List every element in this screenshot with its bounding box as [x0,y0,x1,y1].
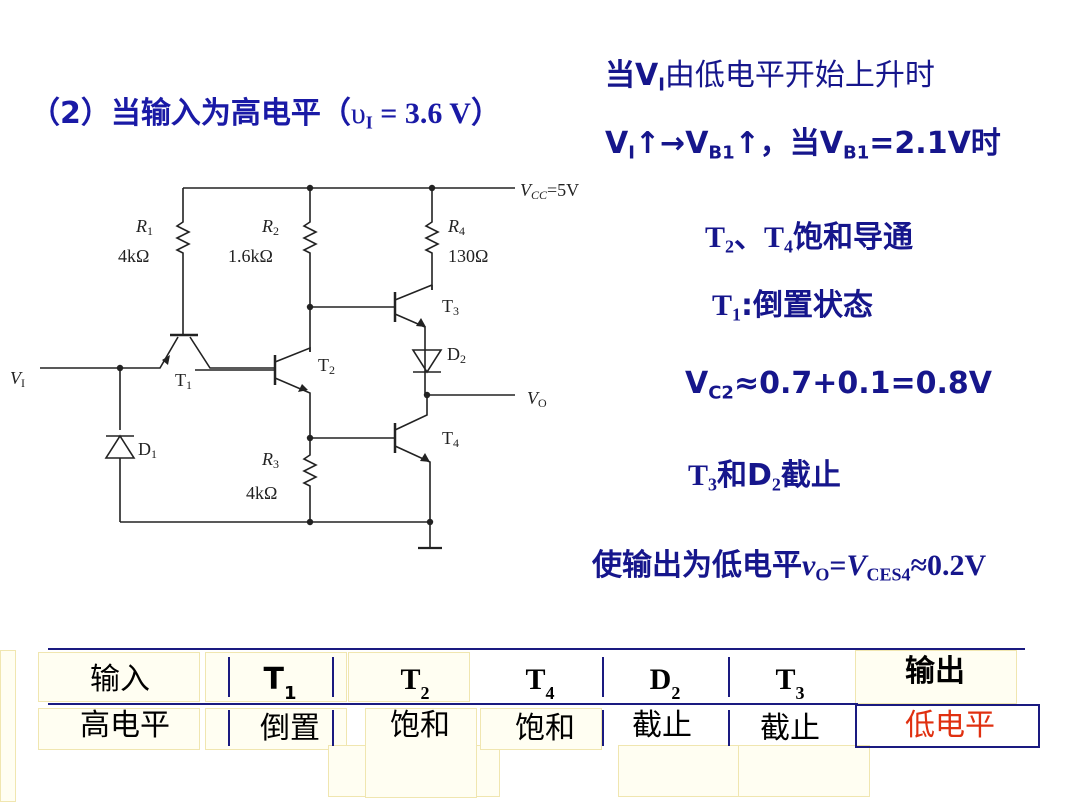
t2-emitter [274,377,311,438]
r3-resistor [302,438,318,522]
svg-text:D1: D1 [138,439,157,461]
svg-text:T1: T1 [175,370,192,392]
th-t2: T2 [400,663,430,703]
td-d2: 截止 [632,708,692,743]
td-t2: 饱和 [390,708,450,743]
t4-collector [394,395,428,431]
svg-text:4kΩ: 4kΩ [118,246,149,266]
svg-text:1.6kΩ: 1.6kΩ [228,246,273,266]
output-cell-frame [855,704,1040,748]
note-rising-input: 当VI由低电平开始上升时 [605,58,935,96]
d2-diode [411,349,443,374]
svg-text:D2: D2 [447,344,466,366]
ttl-inverter-circuit: VCC=5V VI VO R1 4kΩ R2 1.6kΩ R4 130Ω R3 … [10,180,579,550]
th-t4: T4 [525,663,555,703]
svg-text:T4: T4 [442,428,459,450]
section-heading: （2）当输入为高电平（υI = 3.6 V） [30,96,501,133]
td-t1: 倒置 [260,711,320,746]
note-t1-inverted: T1:倒置状态 [712,288,874,325]
td-t3: 截止 [760,711,820,746]
r2-resistor [302,188,318,352]
r1-resistor [175,188,191,335]
svg-text:VO: VO [527,388,547,410]
note-vc2: VC2≈0.7+0.1=0.8V [685,366,993,404]
svg-text:R1: R1 [135,216,153,238]
svg-text:4kΩ: 4kΩ [246,483,277,503]
r4-resistor [424,188,440,290]
svg-text:T3: T3 [442,296,459,318]
t2-collector [274,346,311,363]
svg-text:R3: R3 [261,449,279,471]
note-t3-d2-cutoff: T3和D2截止 [688,458,841,495]
t1-emitter [120,336,179,369]
th-output: 输出 [905,654,965,689]
d1-diode [104,434,136,459]
th-input: 输入 [90,662,150,697]
th-d2: D2 [649,663,681,703]
svg-text:T2: T2 [318,355,335,377]
svg-text:130Ω: 130Ω [448,246,488,266]
td-input: 高电平 [80,708,170,743]
note-vb1-condition: VI↑→VB1↑，当VB1=2.1V时 [605,126,1001,164]
note-output-low: 使输出为低电平vO=VCES4≈0.2V [592,548,987,585]
t3-emitter [394,313,426,345]
ground-rail [120,521,431,548]
th-t1: T1 [263,662,297,704]
t3-collector [394,284,433,301]
svg-text:VI: VI [10,368,25,390]
svg-text:R4: R4 [447,216,465,238]
th-t3: T3 [775,663,805,703]
svg-text:VCC=5V: VCC=5V [520,180,579,202]
svg-text:R2: R2 [261,216,279,238]
td-t4: 饱和 [515,711,575,746]
t1-collector [189,336,275,369]
td-output: 低电平 [905,708,995,743]
note-t2-t4-saturated: T2、T4饱和导通 [705,220,914,257]
